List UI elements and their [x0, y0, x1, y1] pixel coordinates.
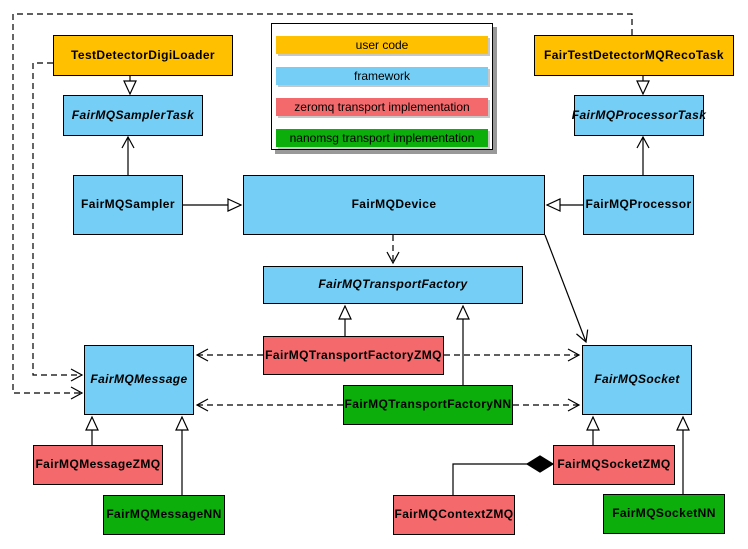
- edge-device-socket: [544, 234, 589, 344]
- class-box-fairmqcontextzmq: FairMQContextZMQ: [393, 495, 515, 535]
- class-box-fairmqmessagenn: FairMQMessageNN: [103, 495, 225, 535]
- class-box-fairmqdevice: FairMQDevice: [243, 175, 545, 235]
- class-box-fairmqmessage: FairMQMessage: [84, 345, 194, 415]
- legend-item-nanomsg-impl: nanomsg transport implementation: [276, 129, 488, 147]
- class-box-fairtestdetectormqrecotask: FairTestDetectorMQRecoTask: [534, 35, 734, 76]
- legend: user code framework zeromq transport imple…: [271, 23, 493, 150]
- edge-contextzmq-socketzmq: [452, 463, 528, 495]
- legend-item-framework: framework: [276, 67, 488, 85]
- class-box-fairmqsocketnn: FairMQSocketNN: [603, 494, 725, 534]
- legend-item-user-code: user code: [276, 36, 488, 54]
- class-box-fairmqmessagezmq: FairMQMessageZMQ: [33, 445, 163, 485]
- class-box-fairmqtransportfactory: FairMQTransportFactory: [263, 266, 523, 304]
- class-box-fairmqsamplertask: FairMQSamplerTask: [63, 95, 203, 136]
- class-box-fairmqsampler: FairMQSampler: [73, 175, 183, 235]
- class-box-fairmqprocessortask: FairMQProcessorTask: [572, 95, 706, 136]
- class-box-fairmqtransportfactorynn: FairMQTransportFactoryNN: [343, 385, 513, 425]
- class-box-testdetectordigiloader: TestDetectorDigiLoader: [53, 35, 233, 76]
- class-box-fairmqsocket: FairMQSocket: [582, 345, 692, 415]
- class-box-fairmqsocketzmq: FairMQSocketZMQ: [553, 445, 675, 485]
- class-box-fairmqprocessor: FairMQProcessor: [583, 175, 694, 235]
- composition-diamond-icon: [525, 455, 555, 473]
- legend-item-zeromq-impl: zeromq transport implementation: [276, 98, 488, 116]
- class-box-fairmqtransportfactoryzmq: FairMQTransportFactoryZMQ: [263, 336, 444, 375]
